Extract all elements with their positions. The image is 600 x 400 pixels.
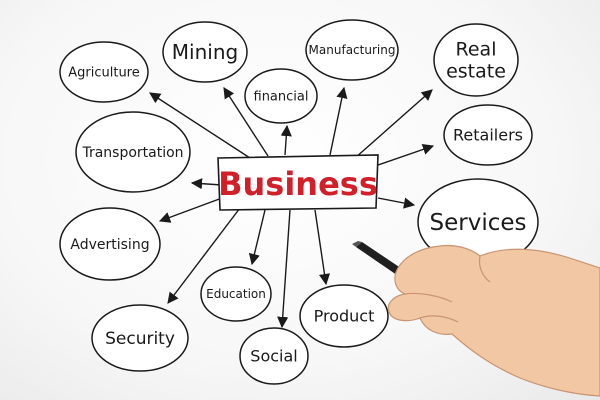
connector-arrow <box>158 197 223 223</box>
node-ellipse <box>59 41 149 103</box>
node-ellipse <box>299 284 389 348</box>
connector-arrow <box>314 209 331 286</box>
node-ellipse <box>200 266 272 322</box>
connector-arrow <box>223 87 269 157</box>
node-ellipse <box>433 23 519 97</box>
node-label: Agriculture <box>68 66 140 81</box>
node-ellipse <box>59 207 161 281</box>
connector-arrows <box>149 86 435 329</box>
connector-arrow <box>149 92 251 159</box>
connector-arrow <box>377 143 435 166</box>
node-retailers: Retailers <box>443 104 533 166</box>
node-label: financial <box>254 90 309 105</box>
node-label: Product <box>314 307 375 326</box>
connector-arrow <box>248 209 266 266</box>
node-advertising: Advertising <box>59 207 161 281</box>
node-label: Services <box>430 210 527 236</box>
node-product: Product <box>299 284 389 348</box>
node-agriculture: Agriculture <box>59 41 149 103</box>
node-ellipse <box>75 111 191 193</box>
connector-arrow <box>277 209 291 329</box>
node-social: Social <box>239 327 309 385</box>
node-services: Services <box>417 178 539 266</box>
node-label: Transportation <box>81 145 183 161</box>
node-label: Advertising <box>70 237 149 253</box>
node-ellipse <box>239 327 309 385</box>
node-financial: financial <box>244 68 318 124</box>
node-label: Retailers <box>453 126 523 145</box>
node-label: Mining <box>172 40 238 64</box>
node-security: Security <box>91 304 189 372</box>
node-label: Education <box>206 287 266 301</box>
center-box <box>217 154 379 211</box>
node-ellipse <box>443 104 533 166</box>
center-label: Business <box>218 165 378 203</box>
hand-with-pen-illustration <box>352 241 600 397</box>
node-mining: Mining <box>162 21 248 83</box>
node-label: Manufacturing <box>309 43 396 57</box>
node-ellipse <box>305 19 399 81</box>
connector-arrow <box>329 86 348 156</box>
connector-arrow <box>354 89 433 159</box>
node-label: Security <box>105 329 175 349</box>
center-node: Business <box>217 154 379 211</box>
node-label: Social <box>250 347 297 366</box>
node-transportation: Transportation <box>75 111 191 193</box>
connector-arrow <box>280 124 292 156</box>
node-ellipse <box>244 68 318 124</box>
node-education: Education <box>200 266 272 322</box>
connector-arrow <box>167 207 241 304</box>
node-manufacturing: Manufacturing <box>305 19 399 81</box>
hand <box>387 244 600 397</box>
connector-arrow <box>190 178 223 190</box>
node-ellipse <box>162 21 248 83</box>
connector-arrow <box>377 197 416 209</box>
node-ellipse <box>91 304 189 372</box>
